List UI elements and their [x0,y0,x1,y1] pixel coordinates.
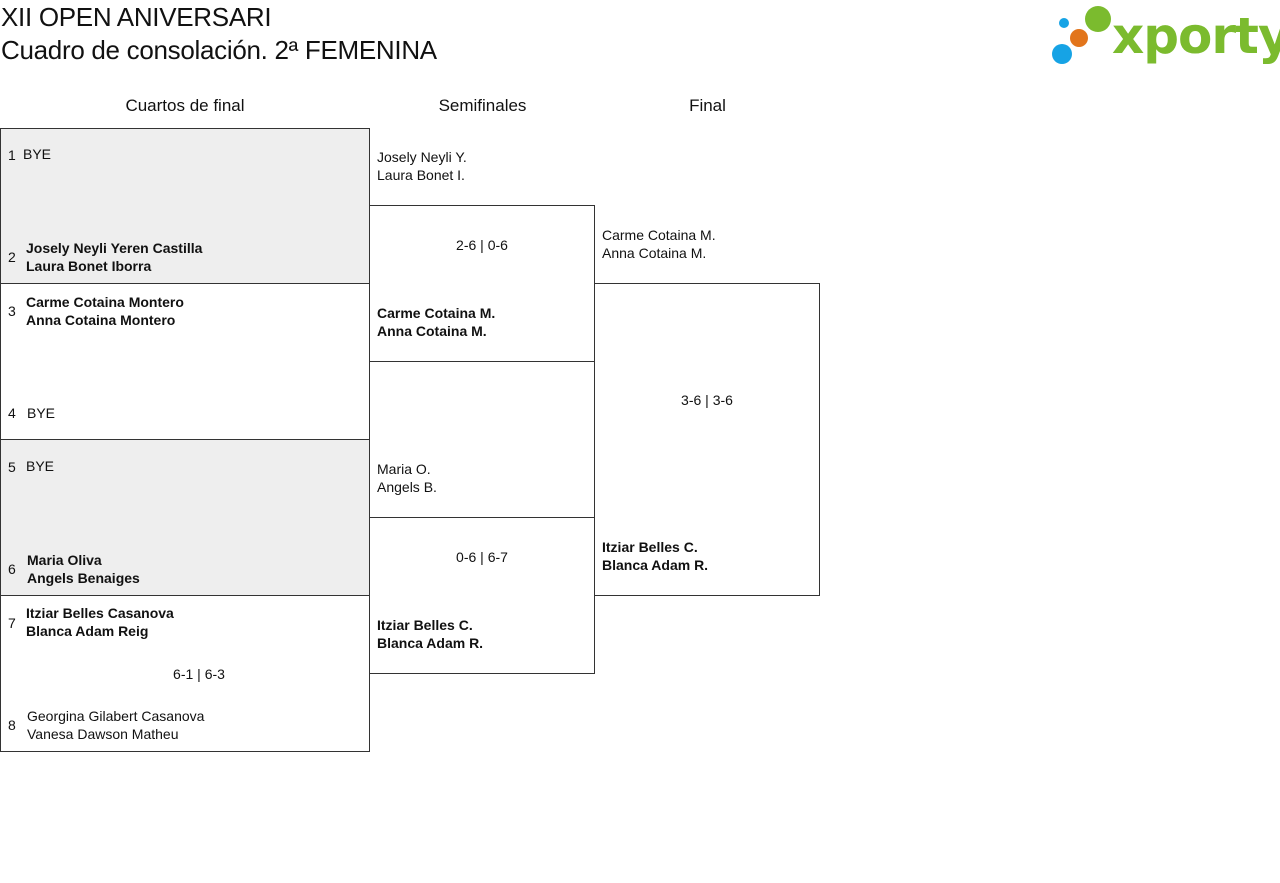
xporty-logo[interactable]: xporty [1050,4,1280,68]
player-name: Carme Cotaina Montero [26,294,184,310]
player-name: Angels B. [377,479,437,495]
player-name: Maria O. [377,461,431,477]
quarterfinal-match-4: 7 Itziar Belles Casanova Blanca Adam Rei… [0,595,370,752]
logo-dot-green-icon [1085,6,1111,32]
tournament-title: XII OPEN ANIVERSARI [1,2,272,32]
player-name: Anna Cotaina Montero [26,312,176,328]
player-name: Maria Oliva [27,552,102,568]
player-name: BYE [27,405,56,421]
match-score: 6-1 | 6-3 [173,666,225,682]
player-name: Itziar Belles C. [602,539,698,555]
player-name: Laura Bonet Iborra [26,258,152,274]
player-name: Vanesa Dawson Matheu [27,726,179,742]
player-name: Georgina Gilabert Casanova [27,708,205,724]
player-name: BYE [26,458,55,474]
match-score: 2-6 | 0-6 [456,237,508,253]
final-match: 3-6 | 3-6 Itziar Belles C. Blanca Adam R… [594,283,820,596]
seed-number: 4 [8,405,16,421]
match-score: 0-6 | 6-7 [456,549,508,565]
semifinal-match-1: 2-6 | 0-6 Carme Cotaina M. Anna Cotaina … [369,205,595,362]
player-name: Blanca Adam Reig [26,623,149,639]
player-name: Anna Cotaina M. [377,323,487,339]
player-name: BYE [23,146,52,162]
seed-number: 5 [8,459,16,475]
player-name: Blanca Adam R. [602,557,709,573]
player-name: Carme Cotaina M. [602,227,716,243]
player-name: Anna Cotaina M. [602,245,707,261]
quarterfinal-match-2: 3 Carme Cotaina Montero Anna Cotaina Mon… [0,283,370,440]
logo-dot-small-blue-icon [1059,18,1069,28]
draw-subtitle: Cuadro de consolación. 2ª FEMENINA [1,35,437,65]
player-name: Itziar Belles C. [377,617,473,633]
seed-number: 3 [8,303,16,319]
seed-number: 1 [8,147,16,163]
quarterfinal-match-3: 5 BYE 6 Maria Oliva Angels Benaiges [0,439,370,596]
seed-number: 2 [8,249,16,265]
player-name: Carme Cotaina M. [377,305,496,321]
logo-dot-orange-icon [1070,29,1088,47]
player-name: Blanca Adam R. [377,635,484,651]
semifinal-match-2: 0-6 | 6-7 Itziar Belles C. Blanca Adam R… [369,517,595,674]
seed-number: 7 [8,615,16,631]
player-name: Laura Bonet I. [377,167,465,183]
player-name: Josely Neyli Yeren Castilla [26,240,203,256]
column-header-semifinals: Semifinales [438,96,527,115]
quarterfinal-match-1: 1 BYE 2 Josely Neyli Yeren Castilla Laur… [0,128,370,284]
column-header-quarterfinals: Cuartos de final [125,96,245,115]
column-header-final: Final [689,96,726,115]
player-name: Josely Neyli Y. [377,149,467,165]
match-score: 3-6 | 3-6 [681,392,733,408]
seed-number: 6 [8,561,16,577]
player-name: Itziar Belles Casanova [26,605,174,621]
logo-dot-blue-icon [1052,44,1072,64]
player-name: Angels Benaiges [27,570,140,586]
seed-number: 8 [8,717,16,733]
logo-wordmark: xporty [1112,7,1280,65]
